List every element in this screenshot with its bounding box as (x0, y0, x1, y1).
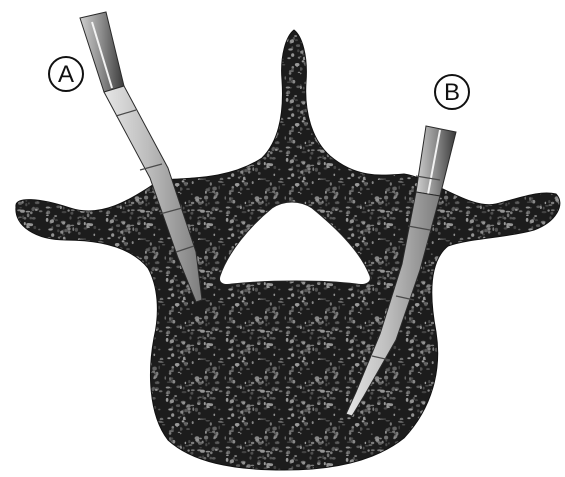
label-a-text: A (58, 61, 74, 88)
label-a: A (49, 57, 83, 91)
needle-b-hub (416, 126, 456, 196)
label-b-text: B (444, 79, 460, 106)
label-b: B (435, 75, 469, 109)
